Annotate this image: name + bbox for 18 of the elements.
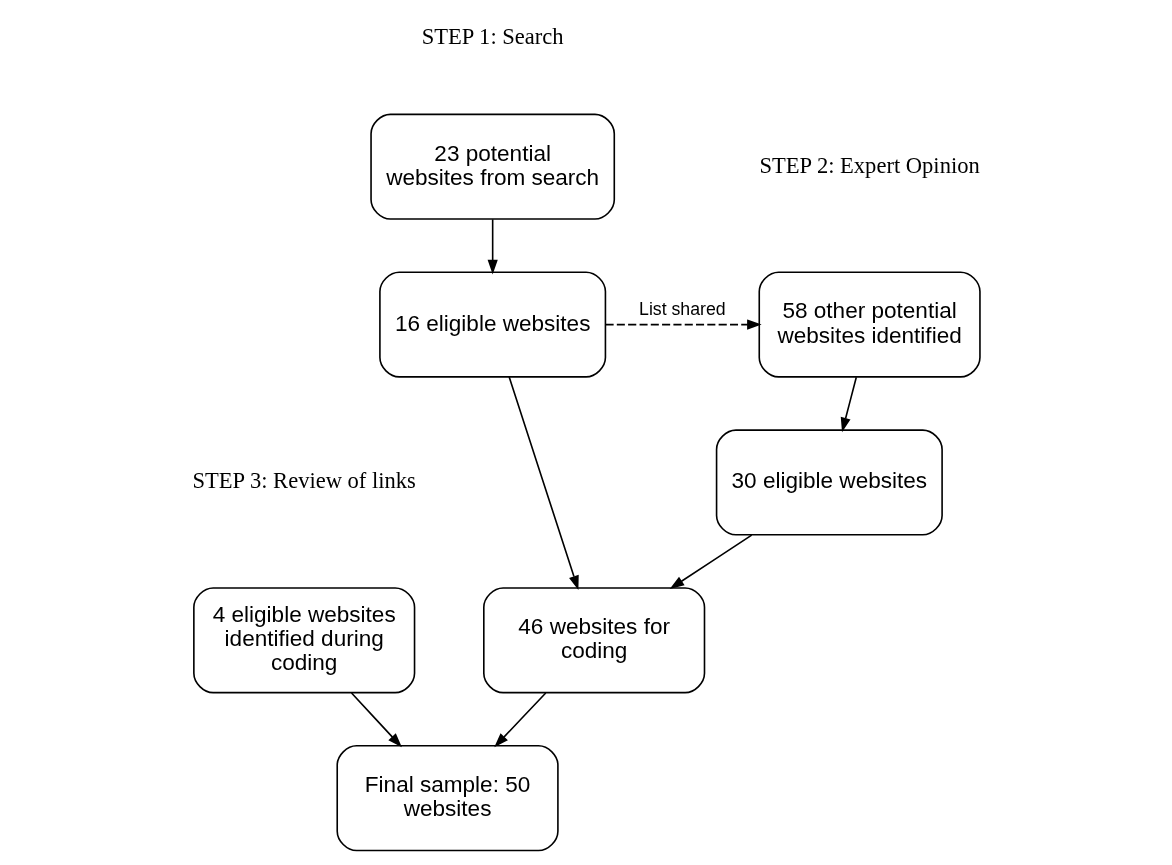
arrow xyxy=(493,692,547,748)
node-box: 46 websites for coding xyxy=(482,587,705,694)
node-box: 4 eligible websites identified during coding xyxy=(192,587,415,694)
node-box: 58 other potential websites identified xyxy=(757,271,981,378)
node-box: 30 eligible websites xyxy=(715,429,943,536)
arrow xyxy=(350,692,402,748)
node-box: Final sample: 50 websites xyxy=(335,745,559,852)
arrow xyxy=(507,376,579,591)
arrow xyxy=(669,534,752,589)
label: STEP 3: Review of links xyxy=(192,468,416,494)
arrow xyxy=(604,319,762,330)
label: STEP 2: Expert Opinion xyxy=(758,152,980,178)
arrow xyxy=(840,376,857,433)
edge-label: List shared xyxy=(638,298,726,319)
label: STEP 1: Search xyxy=(421,23,564,49)
arrow xyxy=(487,218,498,275)
node-box: 23 potential websites from search xyxy=(369,113,615,220)
node-box: 16 eligible websites xyxy=(378,271,606,378)
